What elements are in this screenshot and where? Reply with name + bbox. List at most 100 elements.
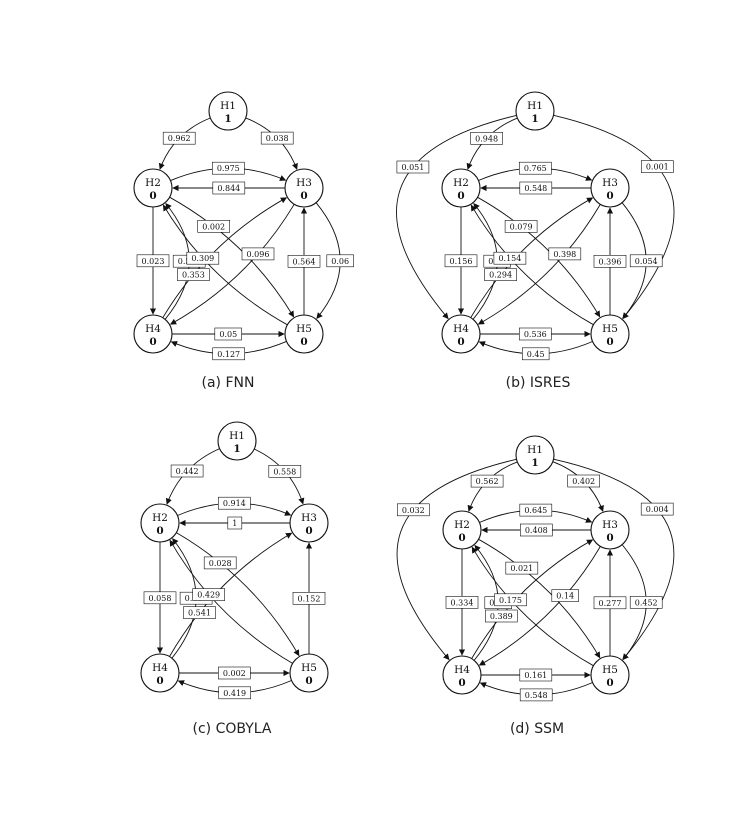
node-circle: [590, 655, 630, 695]
edge-weight-label: 0.844: [212, 181, 246, 195]
edge-weight-label: 0.536: [518, 327, 552, 341]
edge-weight-label: 0.096: [241, 247, 275, 261]
edge-h2-to-h5: [477, 196, 601, 318]
edge-weight-label: 0.558: [268, 464, 302, 478]
node-circle: [590, 510, 630, 550]
node-value: 0: [156, 525, 163, 537]
edge-weight-label: 1: [227, 516, 243, 530]
edge-weight-text: 0.004: [646, 505, 669, 514]
edge-weight-text: 0.562: [476, 477, 499, 486]
node-value: 0: [300, 336, 307, 348]
node-value: 0: [300, 190, 307, 202]
node-value: 0: [606, 190, 613, 202]
edge-weight-text: 0.45: [527, 350, 545, 359]
edge-weight-box: [292, 591, 326, 605]
edge-weight-box: [518, 161, 552, 175]
edge-weight-box: [162, 131, 196, 145]
edge-weight-text: 0.14: [556, 592, 574, 601]
node-value: 0: [305, 675, 312, 687]
edge-weight-label: 0.389: [484, 609, 518, 623]
edge-weight-text: 0.021: [510, 564, 533, 573]
edge-weight-text: 0.548: [525, 691, 548, 700]
edge-layer: [396, 458, 675, 696]
edge-weight-box: [170, 464, 204, 478]
edge-weight-box: [192, 588, 225, 601]
node-value: 0: [458, 677, 465, 689]
node-name: H1: [229, 430, 245, 442]
edge-weight-label: 0.004: [640, 502, 674, 516]
edge-weight-label: 0.564: [287, 255, 321, 268]
edge-weight-label: 0.06: [326, 254, 354, 268]
edge-weight-label: 0.309: [186, 251, 220, 265]
edge-weight-box: [143, 591, 177, 605]
edge-weight-label: 0.154: [493, 251, 527, 265]
node-circle: [217, 421, 257, 461]
edge-weight-text: 0.975: [217, 164, 240, 173]
node-circle: [208, 91, 248, 131]
edge-weight-text: 0.156: [450, 257, 473, 266]
edge-weight-label: 0.396: [593, 255, 627, 268]
edge-weight-box: [177, 268, 210, 281]
edge-weight-box: [396, 160, 430, 174]
edge-h5-to-h2: [162, 204, 288, 326]
edge-h4-to-h3: [471, 539, 594, 659]
node-circle: [140, 503, 180, 543]
node-h3: H30: [590, 510, 630, 550]
node-circle: [284, 314, 324, 354]
node-name: H1: [220, 100, 236, 112]
edge-weight-label: 0.45: [521, 347, 550, 361]
node-name: H2: [454, 519, 470, 531]
edge-weight-box: [640, 502, 674, 516]
node-value: 0: [606, 532, 613, 544]
edge-weight-box: [493, 251, 527, 265]
edge-layer: [156, 448, 313, 694]
node-name: H3: [301, 512, 317, 524]
edge-h1-to-h4: [396, 458, 517, 661]
edge-weight-text: 0.645: [524, 506, 547, 515]
node-name: H5: [602, 664, 618, 676]
edge-weight-box: [227, 516, 243, 530]
edge-h1-to-h5: [553, 458, 675, 661]
edge-weight-box: [218, 686, 251, 700]
edge-h5-to-h2: [471, 546, 594, 667]
edge-h3-to-h4: [477, 204, 601, 325]
edge-weight-text: 0.05: [219, 330, 237, 339]
node-name: H4: [454, 664, 470, 676]
edge-weight-box: [567, 474, 601, 488]
edge-weight-label: 0.765: [518, 161, 552, 175]
node-h2: H20: [441, 168, 481, 208]
edge-weight-box: [326, 254, 354, 268]
edge-weight-label: 0.032: [396, 503, 430, 517]
node-circle: [442, 655, 482, 695]
node-circle: [289, 653, 329, 693]
node-circle: [133, 168, 173, 208]
edge-weight-box: [484, 268, 517, 282]
edge-weight-box: [494, 593, 527, 607]
edge-weight-text: 0.032: [402, 506, 425, 515]
caption-isres: (b) ISRES: [506, 375, 571, 391]
edge-weight-label: 0.402: [567, 474, 601, 488]
node-h5: H50: [284, 314, 324, 354]
edge-weight-text: 0.558: [273, 467, 296, 476]
edge-weight-text: 0.914: [223, 499, 246, 508]
node-circle: [590, 314, 630, 354]
edge-weight-box: [212, 347, 245, 361]
node-name: H2: [453, 177, 469, 189]
edge-weight-box: [484, 609, 518, 623]
edge-h2-to-h5: [478, 538, 601, 659]
edge-weight-box: [212, 161, 245, 175]
edge-weight-box: [212, 181, 246, 195]
node-name: H5: [301, 662, 317, 674]
caption-fnn: (a) FNN: [202, 375, 255, 391]
edge-weight-box: [183, 606, 216, 619]
node-value: 1: [531, 457, 538, 469]
edge-weight-box: [268, 464, 302, 478]
edge-weight-label: 0.002: [197, 220, 230, 233]
edge-weight-text: 0.334: [451, 598, 474, 607]
edge-weight-box: [470, 132, 503, 145]
edge-weight-label: 0.05: [214, 327, 242, 341]
edge-weight-text: 0.419: [223, 689, 246, 698]
edge-weight-text: 0.002: [223, 669, 246, 678]
edge-weight-label: 0.161: [519, 668, 553, 682]
edge-weight-label: 0.334: [445, 595, 479, 609]
